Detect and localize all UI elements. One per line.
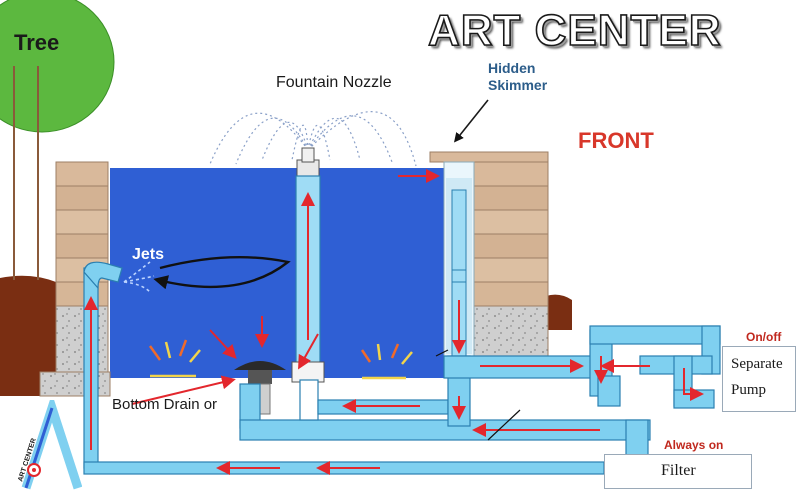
skimmer-link-line bbox=[435, 349, 449, 357]
drain-sparkles-right bbox=[360, 343, 413, 380]
pipe-network bbox=[83, 261, 721, 475]
jets-spray bbox=[123, 261, 155, 293]
fountain-spray bbox=[209, 111, 417, 167]
tree bbox=[0, 0, 115, 280]
hidden-skimmer-label-line2: Skimmer bbox=[488, 77, 548, 93]
jets-label: Jets bbox=[132, 246, 165, 263]
always-on-label: Always on bbox=[664, 438, 724, 452]
right-brick-wall bbox=[429, 151, 549, 357]
drain-sparkles-left bbox=[148, 339, 201, 378]
skimmer-pointer bbox=[454, 99, 489, 143]
pond-water bbox=[110, 168, 444, 378]
art-center-logo: ART CENTER bbox=[17, 400, 82, 490]
tree-canopy bbox=[0, 0, 115, 133]
front-label: FRONT bbox=[578, 128, 654, 153]
separate-pump-box: Separate Pump bbox=[722, 346, 796, 412]
tree-label: Tree bbox=[14, 30, 60, 55]
hidden-skimmer-label-line1: Hidden bbox=[488, 60, 536, 76]
soil-right bbox=[546, 294, 572, 330]
filter-box: Filter bbox=[604, 454, 752, 489]
circulation-loop bbox=[153, 256, 291, 290]
separate-pump-line1: Separate bbox=[731, 356, 783, 372]
flow-arrows bbox=[84, 169, 704, 475]
fountain-nozzle-label: Fountain Nozzle bbox=[276, 74, 392, 91]
valve-pointer-line bbox=[487, 409, 521, 441]
filter-label: Filter bbox=[661, 462, 696, 479]
soil-left bbox=[0, 275, 56, 396]
separate-pump-line2: Pump bbox=[731, 382, 767, 398]
left-brick-wall bbox=[39, 161, 111, 397]
brand-title: ART CENTER bbox=[427, 5, 722, 56]
hidden-skimmer-label: Hidden Skimmer bbox=[488, 60, 547, 94]
hidden-skimmer bbox=[443, 161, 475, 381]
on-off-label: On/off bbox=[746, 330, 782, 344]
bottom-drain-label: Bottom Drain or bbox=[112, 396, 218, 413]
